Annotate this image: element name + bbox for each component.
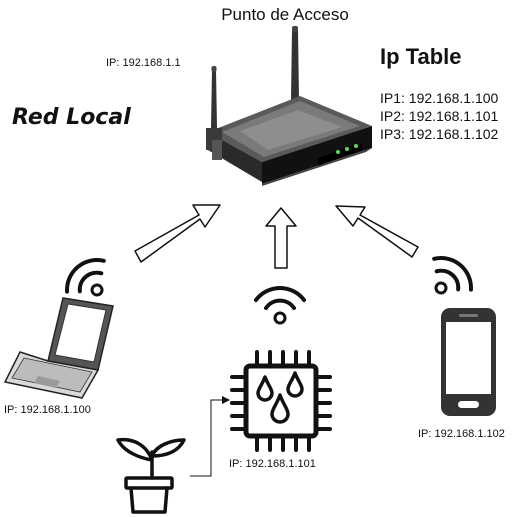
ip-table-title: Ip Table xyxy=(380,44,462,69)
wifi-icon xyxy=(65,258,106,297)
smartphone-icon xyxy=(441,308,496,416)
router-icon xyxy=(206,26,372,186)
wifi-icon xyxy=(432,256,473,295)
sensor-ip: IP: 192.168.1.101 xyxy=(229,458,316,470)
phone-ip: IP: 192.168.1.102 xyxy=(418,428,505,440)
access-point-title: Punto de Acceso xyxy=(221,5,349,24)
arrow-sensor-to-router xyxy=(265,207,297,269)
ip-table-row-1: IP1: 192.168.1.100 xyxy=(380,90,499,106)
plant-pot-icon xyxy=(116,437,186,514)
laptop-ip: IP: 192.168.1.100 xyxy=(4,404,91,416)
wifi-icon xyxy=(254,286,306,325)
network-label: Red Local xyxy=(12,105,131,130)
laptop-icon xyxy=(3,297,114,399)
plant-sensor-connector xyxy=(190,396,230,477)
ip-table-row-2: IP2: 192.168.1.101 xyxy=(380,108,499,124)
ip-table-row-3: IP3: 192.168.1.102 xyxy=(380,126,499,142)
access-point-ip: IP: 192.168.1.1 xyxy=(106,57,181,69)
arrow-phone-to-router xyxy=(335,205,419,258)
humidity-sensor-chip-icon xyxy=(230,350,332,452)
arrow-laptop-to-router xyxy=(134,204,221,263)
